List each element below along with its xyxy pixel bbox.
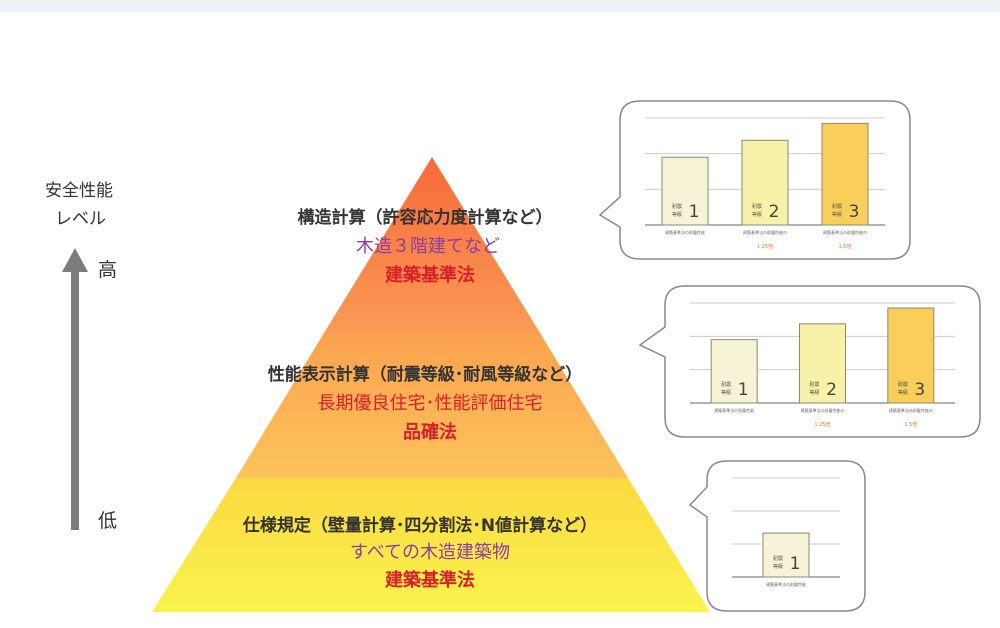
grade-number: 2 <box>769 202 780 222</box>
top-law: 建築基準法 <box>385 265 475 286</box>
grade-number: 3 <box>849 202 860 222</box>
grade-ratio: 1.25倍 <box>814 421 830 428</box>
grade-label: 等級 <box>773 563 783 570</box>
grade-bar-3 <box>821 122 869 226</box>
top-scope: 木造３階建てなど <box>356 236 500 257</box>
top-method: 構造計算（許容応力度計算など） <box>297 208 553 228</box>
grade-label: 等級 <box>898 389 908 396</box>
bottom-law: 建築基準法 <box>385 570 475 591</box>
grade-number: 1 <box>689 202 700 222</box>
grade-label: 等級 <box>721 389 731 396</box>
grade-bar-1 <box>762 532 810 578</box>
grade-number: 2 <box>826 380 837 400</box>
grade-label: 耐震 <box>809 381 819 388</box>
grade-label: 耐震 <box>832 203 842 210</box>
grade-ratio: 1.25倍 <box>757 243 773 250</box>
pyramid-middle-tier <box>236 333 628 478</box>
bottom-scope: すべての木造建築物 <box>349 542 511 563</box>
grade-ratio: 1.5倍 <box>839 243 852 250</box>
grade-note: 建築基準法の耐震性能 <box>766 581 806 587</box>
grade-note: 建築基準法の耐震性能 <box>714 407 754 413</box>
grade-label: 等級 <box>752 211 762 218</box>
grade-bar-3 <box>887 307 935 404</box>
bottom-method: 仕様規定（壁量計算･四分割法･N値計算など） <box>242 516 598 536</box>
label-high: 高 <box>98 259 118 281</box>
top-bar <box>0 0 1000 12</box>
label-low: 低 <box>98 510 118 532</box>
grade-note: 建築基準法の耐震性能の <box>801 407 845 413</box>
grade-label: 耐震 <box>773 555 783 562</box>
grade-label: 耐震 <box>898 381 908 388</box>
grade-note: 建築基準法の耐震性能の <box>743 229 787 235</box>
pyramid-top-tier <box>324 157 540 333</box>
grade-bar-1 <box>710 339 758 404</box>
grade-bar-1 <box>661 156 709 226</box>
grade-note: 建築基準法の耐震性能 <box>665 229 705 235</box>
pyramid-bottom-tier <box>152 478 710 612</box>
side-title-2: レベル <box>55 209 106 229</box>
grade-label: 耐震 <box>752 203 762 210</box>
grade-label: 等級 <box>672 211 682 218</box>
grade-number: 1 <box>738 380 749 400</box>
grade-note: 建築基準法の耐震性能の <box>823 229 867 235</box>
grade-note: 建築基準法の耐震性能の <box>889 407 933 413</box>
middle-method: 性能表示計算（耐震等級･耐風等級など） <box>267 365 583 385</box>
grade-bar-2 <box>741 139 789 226</box>
grade-bar-2 <box>799 323 846 404</box>
grade-label: 等級 <box>832 211 842 218</box>
grade-label: 耐震 <box>721 381 731 388</box>
side-title-1: 安全性能 <box>45 181 113 201</box>
grade-label: 等級 <box>809 389 819 396</box>
middle-law: 品確法 <box>403 422 457 443</box>
grade-number: 3 <box>914 380 925 400</box>
level-arrow-head-icon <box>62 248 88 272</box>
grade-number: 1 <box>790 554 801 574</box>
grade-label: 耐震 <box>672 203 682 210</box>
grade-ratio: 1.5倍 <box>904 421 917 428</box>
middle-scope: 長期優良住宅･性能評価住宅 <box>317 393 543 414</box>
